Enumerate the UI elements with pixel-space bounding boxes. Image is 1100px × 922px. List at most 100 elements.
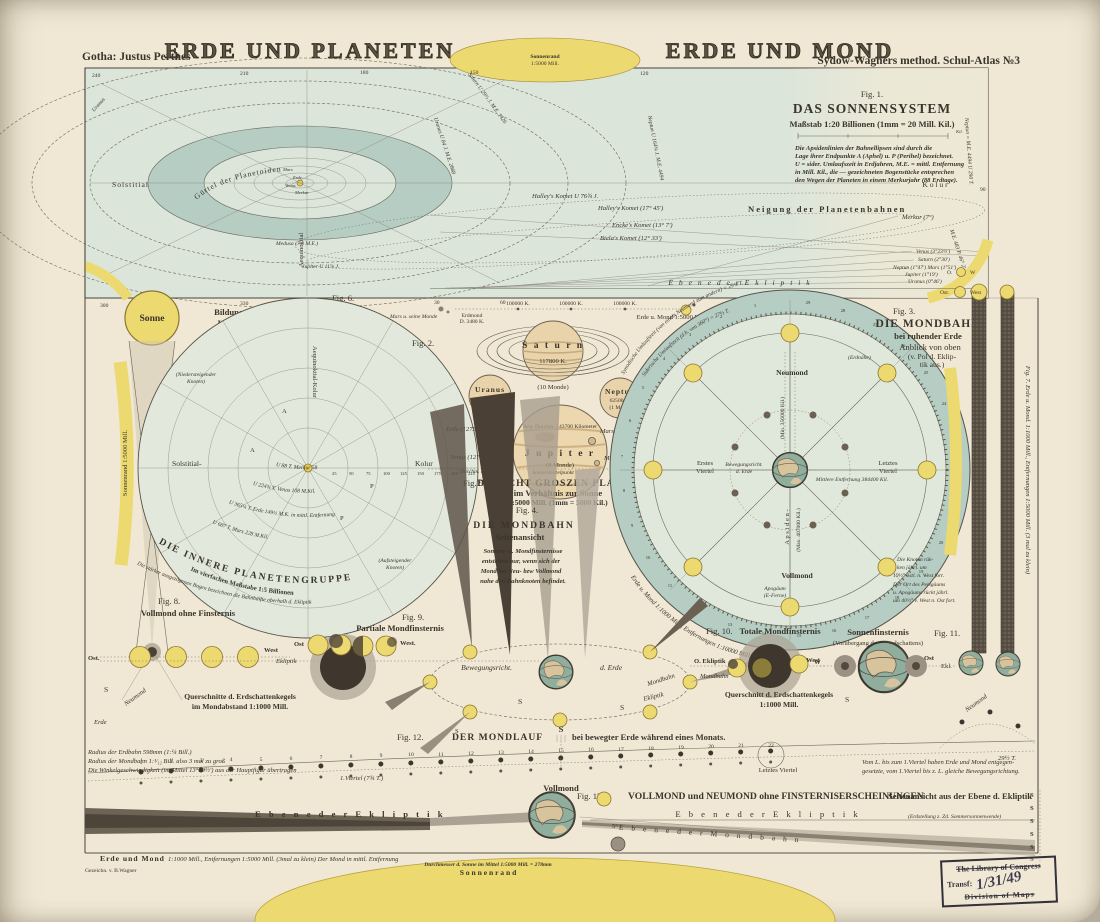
o-label: O. bbox=[947, 270, 953, 276]
shadow-cone bbox=[575, 468, 600, 658]
apogaeum-label: (E-Ferne) bbox=[764, 592, 786, 599]
fig1-caption-block: Fig. 1. DAS SONNENSYSTEM Maßstab 1:20 Bi… bbox=[789, 89, 964, 184]
baseline-label: Durchm. d. Sonne bbox=[459, 469, 501, 475]
erstes-viertel-label: Viertel bbox=[696, 468, 714, 475]
ost-label: Ost bbox=[924, 655, 935, 662]
num-label: 6 bbox=[290, 756, 293, 762]
scale-label: 100000 K. bbox=[506, 301, 530, 307]
num-label: 18 bbox=[648, 746, 654, 752]
day-label: 1 bbox=[754, 303, 757, 308]
fig10-totale: Fig. 10. Totale Mondfinsternis O. Eklipt… bbox=[690, 626, 833, 709]
uranus-label: Uranus bbox=[475, 385, 505, 394]
w-label: W bbox=[814, 659, 821, 666]
day-label: 7 bbox=[621, 454, 624, 459]
num-label: 19 bbox=[678, 745, 684, 751]
header: Gotha: Justus Perthes ERDE UND PLANETEN … bbox=[82, 38, 1020, 67]
fig2-innere-planeten: Fig. 2. Aequinoktial-Kolur Solstitial- K… bbox=[135, 297, 479, 639]
fig12-radius-notes: Radius der Erdbahn 598mm (1:¼ Bill.) Rad… bbox=[87, 749, 297, 774]
fig5-scale: 1:5000 Mill. (1mm = 5000 Kil.) bbox=[508, 498, 608, 507]
tick-label: 75 bbox=[366, 471, 371, 476]
jupiter-label: J u p i t e r bbox=[525, 448, 595, 459]
fig5-title: DIE ACHT GROSZEN PLANETEN bbox=[477, 478, 652, 489]
saturn-size: 117800 K. bbox=[539, 358, 567, 365]
fig4-note: Mond bei Neu- bzw Vollmond bbox=[480, 568, 562, 575]
shadow-column bbox=[1000, 292, 1015, 654]
neptun-label: Neptun bbox=[605, 387, 635, 396]
num-label: 9 bbox=[380, 753, 383, 759]
day-label: 16 bbox=[832, 628, 837, 633]
sun-direction: S bbox=[518, 697, 522, 706]
bewegung-label: d. Erde bbox=[736, 469, 753, 475]
inclination-label: Merkur (7°) bbox=[901, 214, 934, 221]
fig1-note: in Mill. Kil., die — gezeichneten Bogens… bbox=[795, 169, 954, 176]
day-label: 24 bbox=[942, 401, 947, 406]
sonnen-durchmesser-label: Durchmesser d. Sonne im Mittel 1:5000 Mi… bbox=[423, 862, 552, 868]
num-label: 12 bbox=[468, 751, 474, 757]
fig12-direction-note: Vom L. bis zum 1.Viertel haben Erde und … bbox=[862, 759, 1020, 775]
day-label: 29 bbox=[806, 300, 811, 305]
inclination-label: Venus (3°23½') bbox=[916, 248, 950, 255]
scalebar-unit: Kil. bbox=[955, 129, 963, 134]
erde-globe bbox=[958, 650, 984, 676]
page-title-right: ERDE UND MOND bbox=[666, 38, 894, 63]
tick-label: 120 bbox=[640, 71, 649, 77]
fig12-title2: bei bewegter Erde während eines Monats. bbox=[572, 732, 725, 742]
fig3-label: Fig. 3. bbox=[893, 306, 915, 316]
note-line: ken jährl. um bbox=[897, 565, 927, 571]
num-label: 8 bbox=[350, 754, 353, 760]
tick-label: 240 bbox=[92, 73, 101, 79]
fig2-label: Fig. 2. bbox=[412, 338, 434, 348]
sun-direction: S bbox=[1030, 831, 1034, 838]
inclination-label: Jupiter (1°19') bbox=[905, 271, 938, 278]
day-label: 15 bbox=[797, 633, 802, 638]
drawn-by: Gezeichn. v. B.Wagner bbox=[85, 868, 137, 874]
fig3-subtitle: (v. Pol d. Eklip- bbox=[908, 352, 957, 361]
day-label: 27 bbox=[873, 322, 878, 327]
library-stamp: The Library of Congress Transf:1/31/49 D… bbox=[940, 855, 1058, 908]
shadow-column bbox=[971, 292, 987, 654]
saturn-figure: S a t u r n 117800 K. (10 Monde) bbox=[476, 320, 630, 391]
shadow-cone bbox=[430, 404, 472, 648]
fig8-label: Fig. 8. bbox=[158, 596, 180, 606]
fig13-subtitle: Seitenansicht aus der Ebene d. Ekliptik bbox=[888, 791, 1032, 801]
fig3-caption-block: Fig. 3. DIE MONDBAHN bei ruhender Erde A… bbox=[876, 306, 980, 369]
erde-icon bbox=[680, 304, 692, 316]
ekliptik-label: E b e n e d e r E k l i p t i k bbox=[675, 809, 860, 819]
perihel-letter: P bbox=[370, 483, 374, 490]
num-label: 22 bbox=[768, 743, 774, 749]
ekliptik-label: E b e n e d e r E k l i p t i k bbox=[667, 278, 811, 287]
fig1-orbits bbox=[0, 57, 900, 309]
neumond-label: Neumond bbox=[122, 687, 148, 709]
o-ekliptik-label: O. Ekliptik bbox=[694, 658, 726, 665]
neptun-size: 62500 K. bbox=[610, 398, 631, 404]
fig3-mondbahn-oben: 1 2 3 4 5 6 7 8 9 10 11 12 13 14 15 16 1… bbox=[609, 280, 980, 660]
fig4-title: DIE MONDBAHN bbox=[473, 520, 575, 531]
fig1-note: den Wegen der Planeten in einem Merkurja… bbox=[795, 177, 958, 184]
ost-label: Ost. bbox=[88, 655, 100, 662]
fig8-title: Vollmond ohne Finsternis bbox=[141, 608, 236, 618]
umlauf-label: 29½ T. bbox=[998, 755, 1016, 762]
fig3-subtitle: bei ruhender Erde bbox=[894, 331, 962, 341]
kolur-label: Kolur bbox=[415, 459, 433, 468]
fig10-label: Fig. 10. bbox=[706, 626, 733, 636]
sun-direction: S bbox=[845, 695, 849, 704]
fig4-note: nahe den Bahnknoten befindet. bbox=[480, 578, 566, 585]
saturn-moons: (10 Monde) bbox=[537, 384, 568, 391]
angle-label: 5° bbox=[612, 823, 618, 830]
shadow-cone-core bbox=[582, 822, 1035, 851]
neumond-icon bbox=[610, 836, 626, 852]
ekliptik-label: Ekliptik bbox=[642, 691, 666, 703]
fig1-title: DAS SONNENSYSTEM bbox=[793, 101, 951, 116]
erde-label: Erde bbox=[93, 719, 107, 726]
neigung-title: Neigung der Planetenbahnen bbox=[748, 204, 906, 214]
ekliptik-band-label: E b e n e d e r E k l i p t i k bbox=[255, 809, 446, 819]
sonnenrand-label: Sonnenrand bbox=[530, 54, 560, 60]
page-title-left: ERDE UND PLANETEN bbox=[165, 38, 456, 63]
day-label: 14 bbox=[762, 631, 767, 636]
fig7-schattensaeulen: O. W Ost. West Fig. 7. Erde u. Mond. 1:1… bbox=[940, 267, 1031, 677]
num-label: 16 bbox=[588, 747, 594, 753]
sun-direction: S bbox=[1030, 844, 1034, 851]
num-label: 1 bbox=[140, 760, 143, 766]
perihel-letter: P bbox=[340, 515, 344, 522]
erde-label: Erde (12755 K.) bbox=[445, 426, 489, 433]
